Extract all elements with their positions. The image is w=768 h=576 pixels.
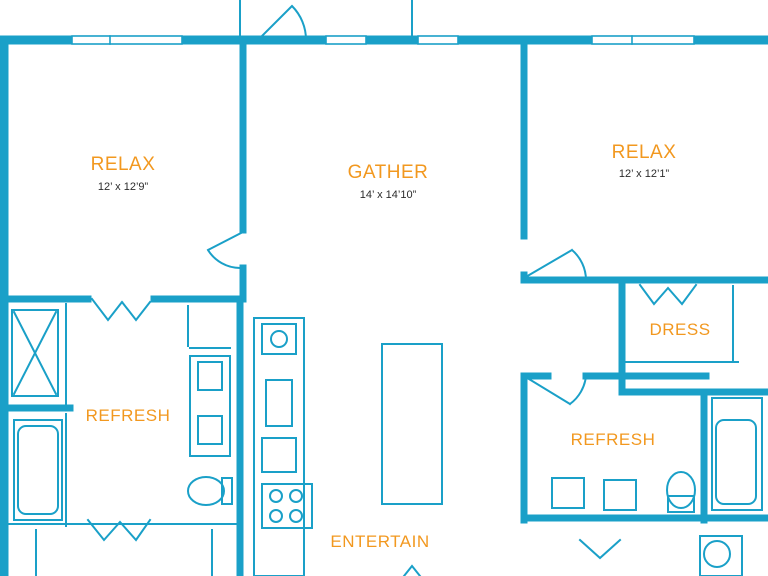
room-refresh-left-name: REFRESH [85,406,171,425]
right-bath-fixtures [551,397,763,576]
room-relax-left-dims: 12’ x 12’9” [97,181,149,193]
room-gather-name: GATHER [347,162,429,183]
room-dress-name: DRESS [649,320,711,339]
room-entertain-name: ENTERTAIN [330,532,430,551]
room-relax-right-dims: 12’ x 12’1” [618,168,670,180]
outer-walls [0,35,768,576]
room-relax-right-name: RELAX [611,142,677,163]
room-gather-dims: 14’ x 14’10” [359,189,417,201]
room-relax-left-name: RELAX [90,154,156,175]
kitchen-counter [253,317,443,576]
windows [71,35,695,45]
left-bath-fixtures [0,303,241,576]
room-refresh-right-name: REFRESH [570,430,656,449]
door-swings [86,230,698,576]
interior-walls [0,36,768,576]
closet-details [187,285,739,363]
entry-door [239,0,413,42]
